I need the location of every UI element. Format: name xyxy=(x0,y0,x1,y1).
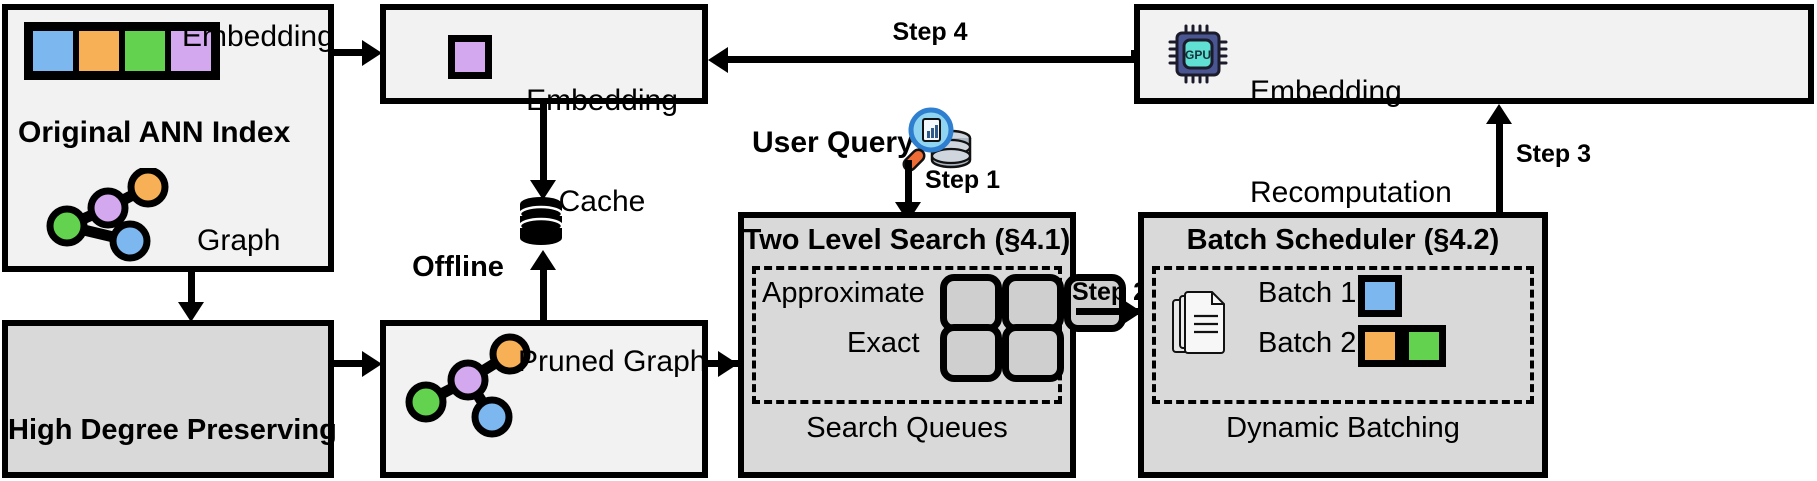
embedding-swatch-purple xyxy=(168,28,214,74)
exact-row-label: Exact xyxy=(847,327,920,359)
original-graph-illustration xyxy=(40,168,180,268)
batch-2-label: Batch 2 xyxy=(1258,327,1357,359)
exact-queue-slot[interactable] xyxy=(940,324,1002,382)
user-query-label: User Query xyxy=(752,126,914,159)
cache-to-storage-arrow-head xyxy=(530,180,556,200)
batch-1-swatch-blue xyxy=(1358,275,1402,317)
offline-storage-label-line1: Offline xyxy=(412,250,504,283)
gpu-icon-text: GPU xyxy=(1185,48,1211,62)
graph-pruning-label-line1: High Degree Preserving xyxy=(8,414,337,447)
arrow-index-to-cache-line xyxy=(334,49,370,56)
index-to-pruning-line xyxy=(188,272,195,310)
step4-label: Step 4 xyxy=(892,18,968,46)
step4-server-connector xyxy=(1131,50,1138,57)
two-level-search-title: Two Level Search (§4.1) xyxy=(743,224,1071,256)
server-label-line1: Embedding xyxy=(1250,75,1402,109)
batch-2-swatch-green xyxy=(1402,325,1446,367)
documents-icon xyxy=(1170,290,1232,368)
gpu-icon-svg: GPU xyxy=(1168,24,1228,84)
embedding-swatch-orange xyxy=(76,28,122,74)
batch-1-label: Batch 1 xyxy=(1258,277,1357,309)
embedding-cache-box xyxy=(380,4,708,104)
approximate-queue-slot[interactable] xyxy=(1064,274,1126,332)
embedding-cache-label: Embedding Cache xyxy=(512,17,692,286)
server-label-line2: Recomputation xyxy=(1250,175,1452,209)
pruned-graph-label: Pruned Graph xyxy=(518,345,707,378)
batch-1-swatch-group xyxy=(1358,275,1402,317)
documents-icon-svg xyxy=(1172,291,1225,354)
original-ann-index-title: Original ANN Index xyxy=(18,116,291,149)
dynamic-batching-footer: Dynamic Batching xyxy=(1226,412,1460,444)
pruned-graph-svg xyxy=(405,333,531,438)
embedding-recomputation-server-box xyxy=(1134,4,1814,104)
index-to-pruning-arrow-head xyxy=(178,302,204,322)
magnifying-glass-icon xyxy=(902,107,954,172)
pruning-to-pruned-line xyxy=(334,360,370,367)
step4-arrow-head xyxy=(708,47,728,73)
user-query-icon xyxy=(898,104,978,180)
approximate-queue-group xyxy=(940,274,1126,332)
approximate-row-label: Approximate xyxy=(762,277,925,309)
pruned-to-search-arrow-head xyxy=(718,351,738,377)
gpu-icon: GPU xyxy=(1166,22,1230,86)
pruned-to-storage-arrow-head xyxy=(530,250,556,270)
database-icon xyxy=(518,196,564,248)
cache-to-storage-line xyxy=(540,104,547,186)
step3-line xyxy=(1496,122,1503,214)
dynamic-batching-dashed-region xyxy=(1152,266,1534,404)
exact-queue-slot[interactable] xyxy=(1002,324,1064,382)
graph-pruning-label: High Degree Preserving Graph Pruning (§5… xyxy=(8,333,337,481)
embedding-swatch-blue xyxy=(30,28,76,74)
step4-line xyxy=(716,56,1136,63)
pruning-to-pruned-arrow-head xyxy=(362,351,382,377)
embedding-label: Embedding xyxy=(182,20,334,53)
step3-label: Step 3 xyxy=(1516,140,1592,168)
database-icon-svg xyxy=(518,197,564,245)
step3-arrow-head xyxy=(1486,104,1512,124)
embedding-swatch-green xyxy=(122,28,168,74)
embedding-cache-icon xyxy=(448,35,492,79)
user-query-icon-svg xyxy=(902,107,972,172)
embedding-cache-label-line2: Cache xyxy=(558,184,646,218)
search-queues-footer: Search Queues xyxy=(806,412,1008,444)
embedding-swatch-strip xyxy=(24,22,220,80)
exact-queue-group xyxy=(940,324,1064,382)
pruned-graph-illustration xyxy=(400,332,540,442)
graph-label: Graph xyxy=(197,224,281,257)
original-graph-svg xyxy=(46,168,169,262)
pruned-to-storage-line xyxy=(540,268,547,320)
step2-arrow-head xyxy=(1122,299,1142,325)
graph-pruning-box xyxy=(2,320,334,478)
batch-2-swatch-orange xyxy=(1358,325,1402,367)
step1-line xyxy=(905,160,912,210)
embedding-cache-label-line1: Embedding xyxy=(526,84,678,118)
arrow-index-to-cache-head xyxy=(362,40,382,66)
batch-2-swatch-group xyxy=(1358,325,1446,367)
step1-label: Step 1 xyxy=(925,166,1001,194)
batch-scheduler-title: Batch Scheduler (§4.2) xyxy=(1186,224,1500,256)
step2-line xyxy=(1076,308,1138,315)
step2-label: Step 2 xyxy=(1072,278,1148,306)
